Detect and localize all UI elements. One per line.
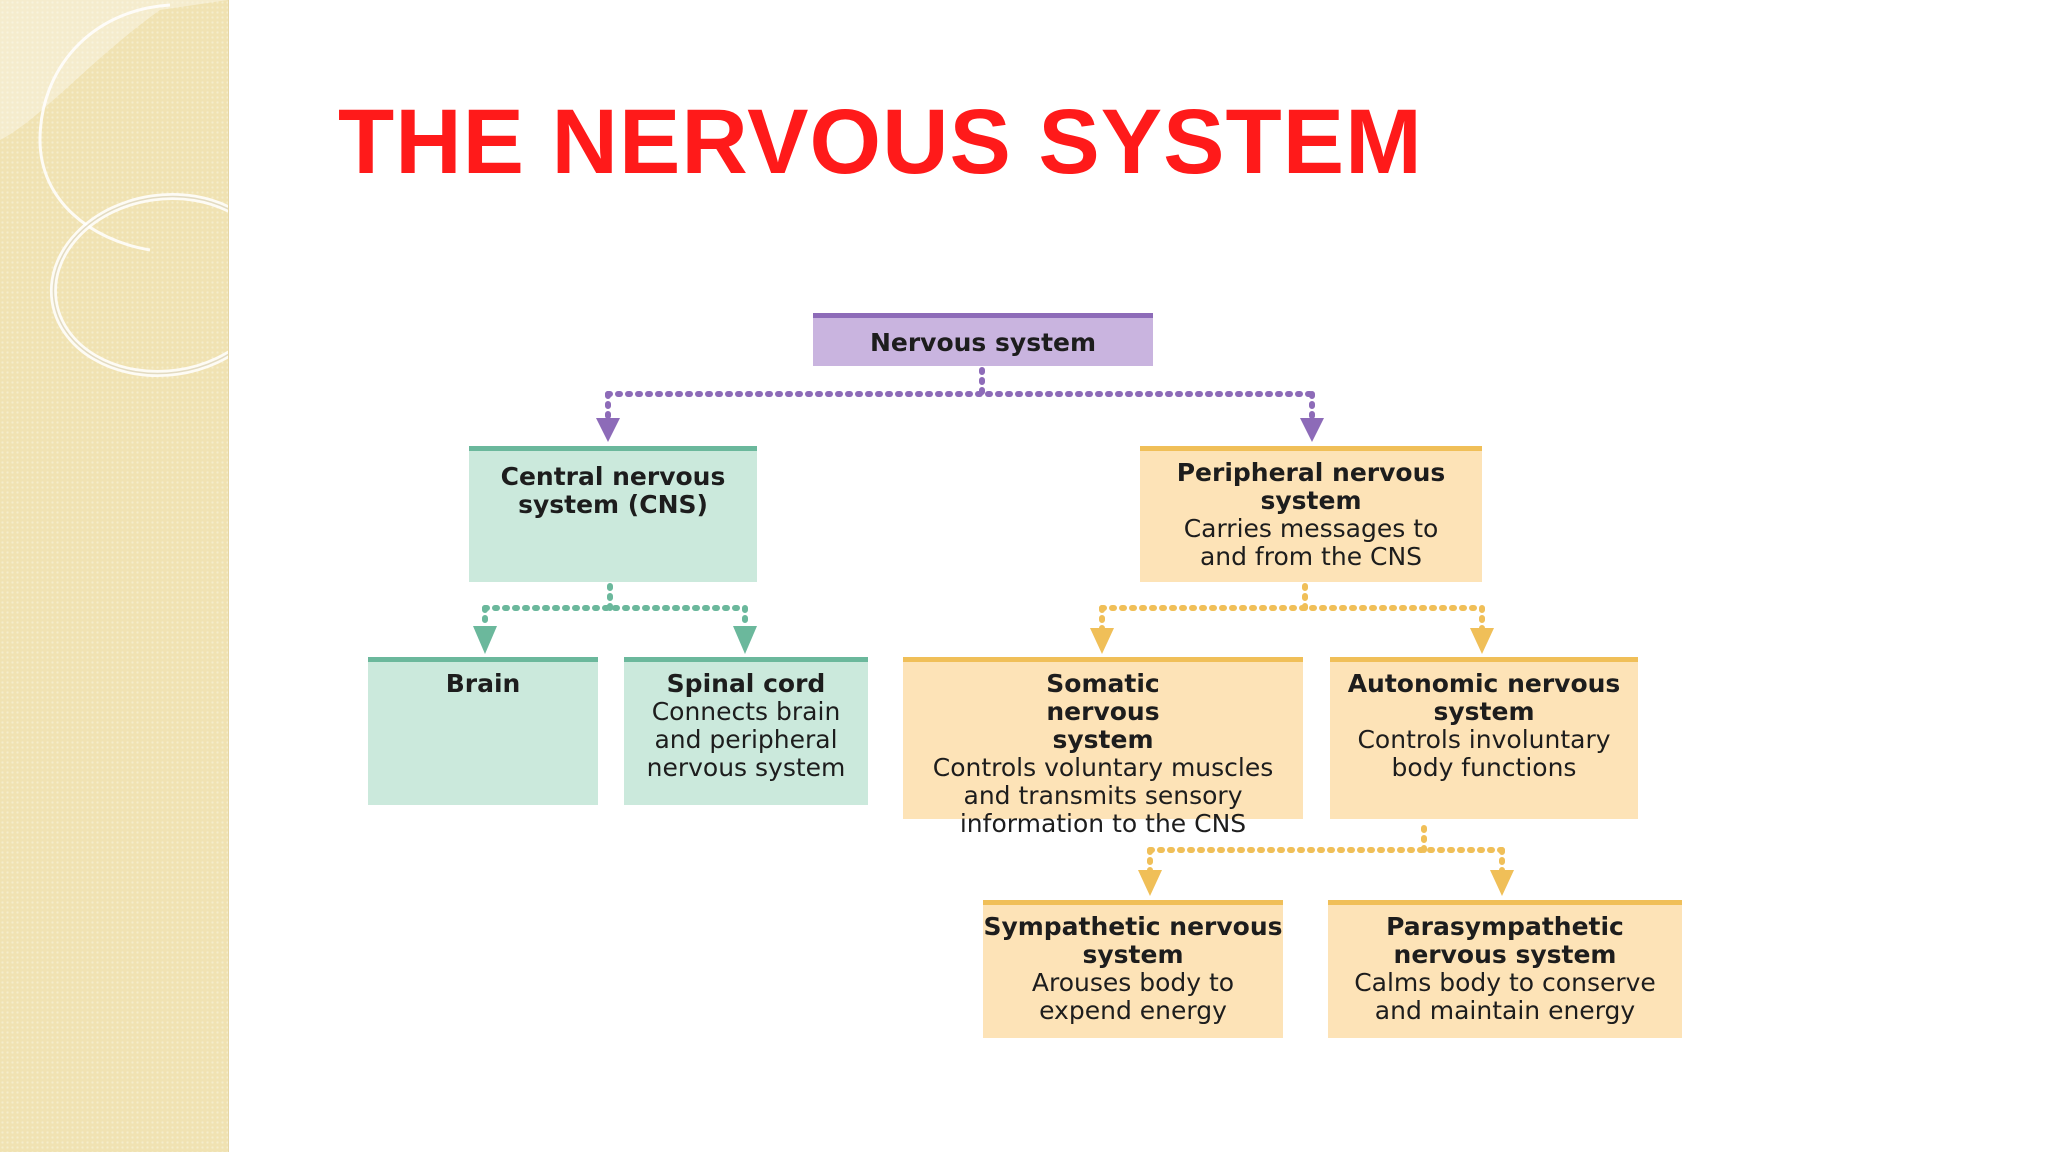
node-brain-name: Brain	[445, 669, 521, 698]
node-sympathetic-desc: Arouses body to expend energy	[1031, 968, 1235, 1025]
connector-nervous	[605, 367, 1315, 423]
decorative-sidebar	[0, 0, 229, 1152]
arrow-to-pns	[1300, 418, 1324, 442]
node-spinal-cord-name: Spinal cord	[666, 669, 826, 698]
node-pns: Peripheral nervous system Carries messag…	[1140, 446, 1482, 582]
connector-cns	[482, 583, 748, 631]
arrow-to-cns	[596, 418, 620, 442]
connector-autonomic	[1147, 825, 1505, 875]
node-sympathetic: Sympathetic nervous system Arouses body …	[983, 900, 1283, 1038]
node-autonomic-name: Autonomic nervous system	[1347, 669, 1621, 726]
node-cns: Central nervous system (CNS)	[469, 446, 757, 582]
node-cns-name: Central nervous system (CNS)	[500, 462, 726, 519]
node-autonomic: Autonomic nervous system Controls involu…	[1330, 657, 1638, 819]
node-sympathetic-name: Sympathetic nervous system	[983, 912, 1283, 969]
page-title: THE NERVOUS SYSTEM	[338, 91, 1423, 193]
node-somatic-name: Somatic nervous system	[1046, 669, 1160, 754]
node-pns-name: Peripheral nervous system	[1176, 458, 1446, 515]
node-spinal-cord-desc: Connects brain and peripheral nervous sy…	[646, 697, 846, 782]
arrow-to-autonomic	[1470, 628, 1494, 654]
node-nervous-system: Nervous system	[813, 313, 1153, 366]
arrow-to-sympathetic	[1138, 870, 1162, 896]
node-somatic: Somatic nervous system Controls voluntar…	[903, 657, 1303, 838]
node-parasympathetic: Parasympathetic nervous system Calms bod…	[1328, 900, 1682, 1038]
node-spinal-cord: Spinal cord Connects brain and periphera…	[624, 657, 868, 805]
node-pns-desc: Carries messages to and from the CNS	[1183, 514, 1439, 571]
decorative-rings	[0, 0, 228, 378]
node-somatic-desc: Controls voluntary muscles and transmits…	[932, 753, 1274, 838]
connector-pns	[1099, 583, 1485, 633]
arrow-to-spinal	[733, 626, 757, 654]
arrow-to-parasympathetic	[1490, 870, 1514, 896]
node-nervous-system-name: Nervous system	[869, 328, 1097, 357]
node-autonomic-desc: Controls involuntary body functions	[1357, 725, 1611, 782]
node-parasympathetic-desc: Calms body to conserve and maintain ener…	[1354, 968, 1656, 1025]
arrow-to-brain	[473, 626, 497, 654]
arrow-to-somatic	[1090, 628, 1114, 654]
node-brain: Brain	[368, 657, 598, 805]
node-parasympathetic-name: Parasympathetic nervous system	[1386, 912, 1624, 969]
